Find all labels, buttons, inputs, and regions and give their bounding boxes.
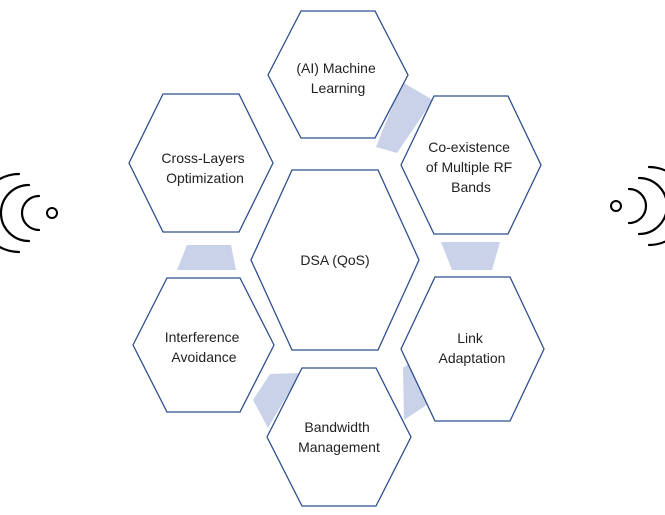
label-center: DSA (QoS)	[300, 252, 369, 268]
hex-bottom	[266, 367, 412, 507]
hex-lower-right	[400, 276, 545, 422]
hex-top	[267, 10, 409, 139]
label-top: (AI) Machine Learning	[296, 60, 379, 96]
hex-lower-left	[132, 277, 275, 413]
label-upper-right: Co-existence of Multiple RF Bands	[426, 139, 516, 195]
hex-upper-right	[400, 95, 542, 235]
label-lower-left: Interference Avoidance	[165, 329, 244, 365]
label-bottom: Bandwidth Management	[298, 419, 380, 455]
label-upper-left: Cross-Layers Optimization	[161, 150, 248, 186]
connector-lowerleft-upperleft	[177, 245, 236, 270]
connector-top-upperright	[376, 82, 433, 153]
signal-waves-left-icon	[0, 172, 58, 254]
hex-center	[250, 169, 420, 351]
connector-bottom-lowerleft	[253, 373, 300, 428]
connector-upperright-lowerright	[441, 242, 500, 270]
signal-waves-right-icon	[610, 165, 665, 247]
label-lower-right: Link Adaptation	[439, 330, 506, 366]
hex-upper-left	[128, 93, 274, 233]
